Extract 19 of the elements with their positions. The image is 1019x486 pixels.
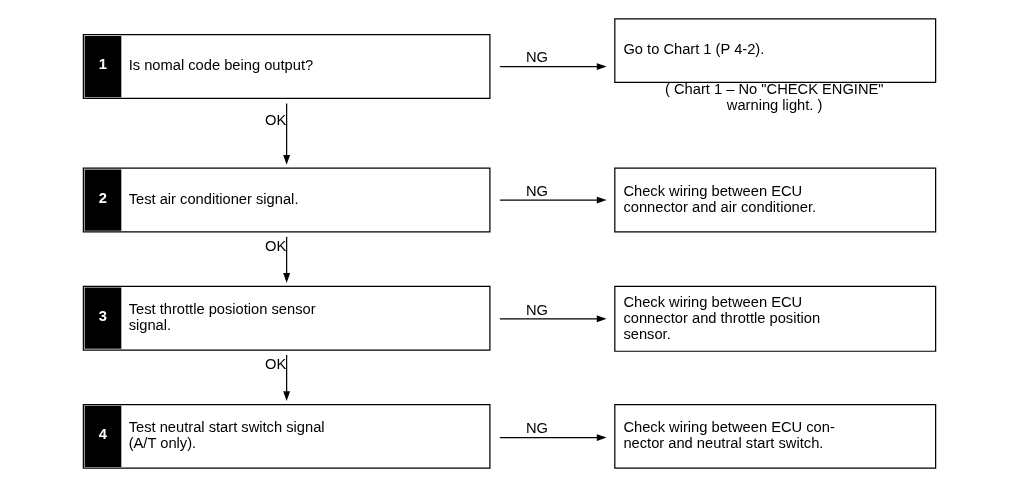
arrow [283,235,291,283]
arrow [499,433,607,441]
node-label: ( Chart 1 – No "CHECK ENGINE" warning light. ) [665,80,884,113]
arrow [499,196,607,203]
arrow [283,353,291,401]
edge-label: OK [265,355,287,372]
edge-label: NG [525,182,549,199]
edge-label: OK [265,111,287,128]
edge-label: NG [525,301,549,318]
node-box: Check wiring between ECU connector and air conditioner. [614,167,937,232]
node-box: Check wiring between ECU con- nector and neutral start switch. [614,403,937,469]
node-box: Check wiring between ECU connector and throttle position sensor. [614,285,937,352]
edge-label: NG [525,48,549,65]
arrow [499,314,607,322]
arrow [499,62,607,70]
node-box: Go to Chart 1 (P 4-2). [614,17,937,83]
edge-label: OK [265,237,287,254]
arrow [283,102,291,165]
edge-label: NG [525,419,549,436]
